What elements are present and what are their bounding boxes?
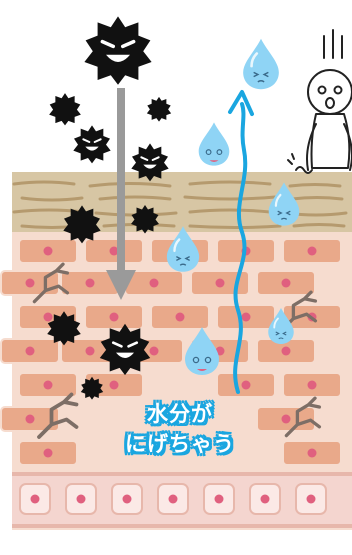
bottom-cell-layer bbox=[12, 472, 352, 528]
down-arrow-icon bbox=[106, 88, 136, 300]
germ-icon bbox=[146, 96, 172, 122]
surface-layer bbox=[12, 172, 352, 232]
germ-icon bbox=[82, 14, 154, 86]
germ-icon bbox=[49, 93, 81, 126]
water-drop-icon bbox=[198, 121, 230, 167]
caption-line-1: 水分が bbox=[147, 402, 213, 426]
germ-icon bbox=[72, 124, 112, 164]
water-drop-icon bbox=[241, 37, 281, 91]
shocked-person-icon bbox=[287, 29, 352, 174]
up-wavy-arrow-icon bbox=[228, 90, 254, 394]
caption-line-2: にげちゃう bbox=[125, 432, 235, 456]
